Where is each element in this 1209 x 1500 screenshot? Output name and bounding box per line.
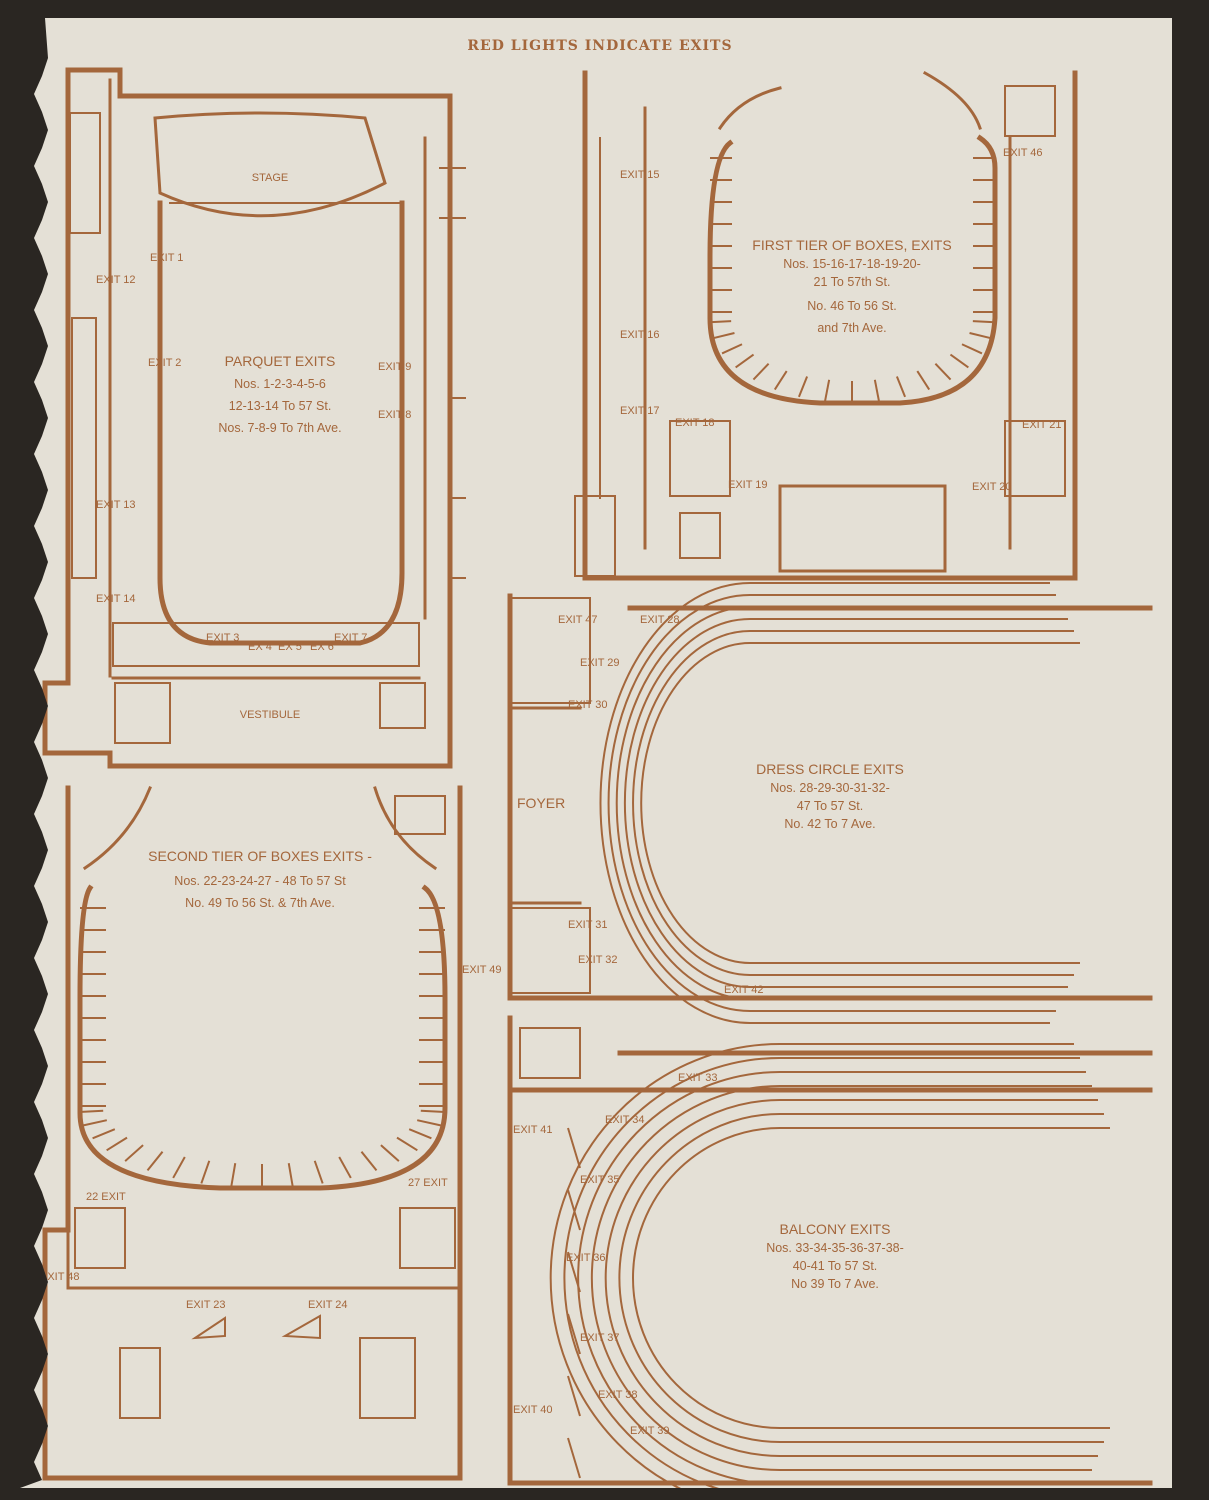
exit-1-label: EXIT 1	[150, 252, 183, 264]
exit-35-label: EXIT 35	[580, 1174, 620, 1186]
first-tier-line-2: 21 To 57th St.	[814, 275, 891, 289]
parquet-line-2: 12-13-14 To 57 St.	[229, 399, 332, 413]
exit-31-label: EXIT 31	[568, 919, 608, 931]
parquet-line-3: Nos. 7-8-9 To 7th Ave.	[218, 421, 341, 435]
exit-38-label: EXIT 38	[598, 1389, 638, 1401]
second-tier-line-2: No. 49 To 56 St. & 7th Ave.	[185, 896, 335, 910]
exit-37-label: EXIT 37	[580, 1332, 620, 1344]
exit-12-label: EXIT 12	[96, 274, 136, 286]
exit-48-label: EXIT 48	[40, 1271, 80, 1283]
floor-plans: RED LIGHTS INDICATE EXITS STAGE VESTIBUL…	[40, 38, 1153, 1488]
second-tier-title: SECOND TIER OF BOXES EXITS -	[148, 848, 372, 864]
exit-8-label: EXIT 8	[378, 409, 411, 421]
exit-24-label: EXIT 24	[308, 1299, 348, 1311]
exit-46-label: EXIT 46	[1003, 147, 1043, 159]
exit-32-label: EXIT 32	[578, 954, 618, 966]
exit-23-label: EXIT 23	[186, 1299, 226, 1311]
first-tier-line-4: and 7th Ave.	[817, 321, 886, 335]
dress-circle-title: DRESS CIRCLE EXITS	[756, 761, 904, 777]
parquet-title: PARQUET EXITS	[225, 353, 336, 369]
exit-9-label: EXIT 9	[378, 361, 411, 373]
exit-22-label: 22 EXIT	[86, 1191, 126, 1203]
exit-5-label: EX 5	[278, 641, 302, 653]
dress-circle-line-1: Nos. 28-29-30-31-32-	[770, 781, 890, 795]
dress-circle-line-3: No. 42 To 7 Ave.	[784, 817, 875, 831]
balcony-line-2: 40-41 To 57 St.	[793, 1259, 878, 1273]
exit-7-label: EXIT 7	[334, 632, 367, 644]
dress-circle-line-2: 47 To 57 St.	[797, 799, 864, 813]
exit-33-label: EXIT 33	[678, 1072, 718, 1084]
exit-18-label: EXIT 18	[675, 417, 715, 429]
exit-6-label: EX 6	[310, 641, 334, 653]
exit-49-label: EXIT 49	[462, 964, 502, 976]
first-tier-title: FIRST TIER OF BOXES, EXITS	[752, 237, 951, 253]
foyer-label: FOYER	[517, 795, 565, 811]
balcony-title: BALCONY EXITS	[779, 1221, 890, 1237]
exit-42-label: EXIT 42	[724, 984, 764, 996]
exit-27-label: 27 EXIT	[408, 1177, 448, 1189]
balcony-line-3: No 39 To 7 Ave.	[791, 1277, 879, 1291]
exit-34-label: EXIT 34	[605, 1114, 645, 1126]
exit-4-label: EX 4	[248, 641, 272, 653]
first-tier-plan	[574, 70, 1078, 581]
exit-20-label: EXIT 20	[972, 481, 1012, 493]
exit-16-label: EXIT 16	[620, 329, 660, 341]
exit-28-label: EXIT 28	[640, 614, 680, 626]
first-tier-line-3: No. 46 To 56 St.	[807, 299, 896, 313]
exit-40-label: EXIT 40	[513, 1404, 553, 1416]
torn-edge	[20, 18, 48, 1488]
stage-label: STAGE	[252, 172, 288, 184]
exit-3-label: EXIT 3	[206, 632, 239, 644]
exit-19-label: EXIT 19	[728, 479, 768, 491]
parquet-line-1: Nos. 1-2-3-4-5-6	[234, 377, 326, 391]
parquet-plan	[42, 67, 466, 769]
seating-details	[79, 157, 1110, 1488]
exit-14-label: EXIT 14	[96, 593, 136, 605]
exit-2-label: EXIT 2	[148, 357, 181, 369]
balcony-line-1: Nos. 33-34-35-36-37-38-	[766, 1241, 904, 1255]
exit-41-label: EXIT 41	[513, 1124, 553, 1136]
program-page: RED LIGHTS INDICATE EXITS STAGE VESTIBUL…	[20, 18, 1172, 1488]
exit-36-label: EXIT 36	[566, 1252, 606, 1264]
exit-29-label: EXIT 29	[580, 657, 620, 669]
header-title: RED LIGHTS INDICATE EXITS	[467, 38, 732, 54]
exit-30-label: EXIT 30	[568, 699, 608, 711]
second-tier-line-1: Nos. 22-23-24-27 - 48 To 57 St	[174, 874, 346, 888]
exit-47-label: EXIT 47	[558, 614, 598, 626]
exit-13-label: EXIT 13	[96, 499, 136, 511]
exit-15-label: EXIT 15	[620, 169, 660, 181]
first-tier-line-1: Nos. 15-16-17-18-19-20-	[783, 257, 921, 271]
exit-39-label: EXIT 39	[630, 1425, 670, 1437]
exit-21-label: EXIT 21	[1022, 419, 1062, 431]
exit-17-label: EXIT 17	[620, 405, 660, 417]
vestibule-label: VESTIBULE	[240, 709, 301, 721]
